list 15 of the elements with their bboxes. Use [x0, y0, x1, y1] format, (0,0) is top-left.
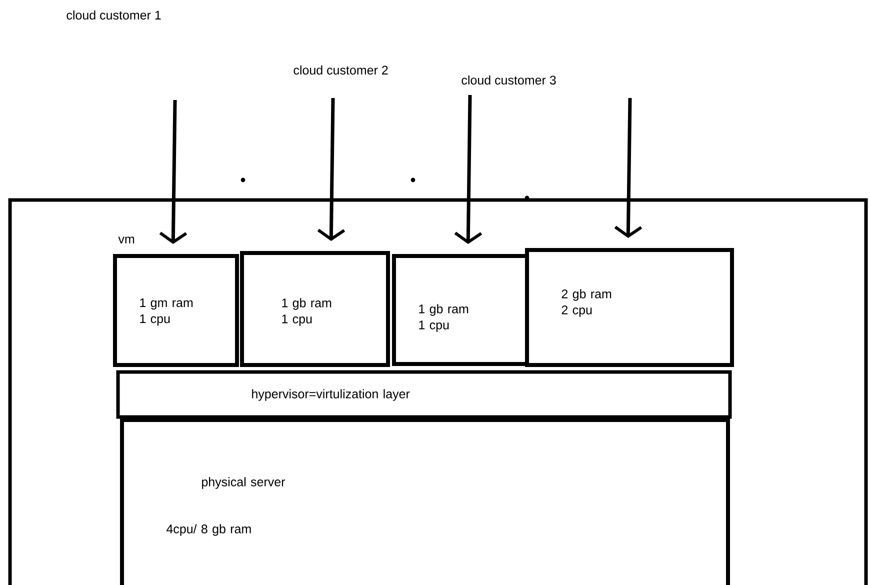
server-box: physical server 4cpu/ 8 gb ram: [120, 418, 730, 585]
arrow: [317, 98, 346, 241]
vm-box: 1 gm ram 1 cpu: [113, 254, 239, 367]
vm-box: 2 gb ram 2 cpu: [525, 248, 734, 367]
arrow: [159, 100, 188, 244]
arrow: [454, 94, 482, 244]
vm-box: 1 gb ram 1 cpu: [240, 251, 390, 367]
frame-box: [8, 198, 868, 585]
vm-box: 1 gb ram 1 cpu: [392, 254, 529, 366]
vm-label: vm: [118, 236, 134, 244]
customer-label: cloud customer 3: [462, 75, 556, 85]
customer-label: cloud customer 1: [66, 10, 161, 20]
arrow: [614, 98, 642, 238]
hypervisor-box: hypervisor=virtulization layer: [116, 370, 732, 419]
customer-label: cloud customer 2: [294, 65, 388, 75]
